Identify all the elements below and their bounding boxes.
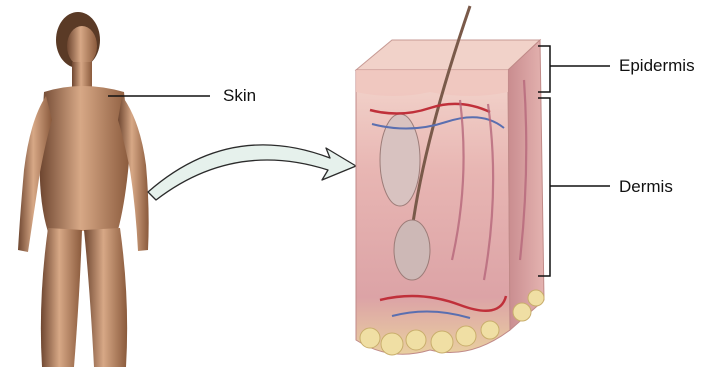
dermis-label: Dermis xyxy=(619,177,673,197)
skin-label: Skin xyxy=(223,86,256,106)
epidermis-label: Epidermis xyxy=(619,56,695,76)
figure-left-leg xyxy=(41,228,82,367)
curved-arrow xyxy=(148,145,356,200)
figure-right-leg xyxy=(84,228,127,367)
skin-cross-section xyxy=(356,6,544,355)
epidermis-layer xyxy=(356,70,508,96)
dermis-bracket xyxy=(538,98,610,276)
figure-neck xyxy=(72,62,92,88)
hair-follicle xyxy=(394,220,430,280)
epidermis-bracket xyxy=(538,46,610,92)
human-figure xyxy=(18,12,149,367)
figure-torso xyxy=(40,86,130,232)
